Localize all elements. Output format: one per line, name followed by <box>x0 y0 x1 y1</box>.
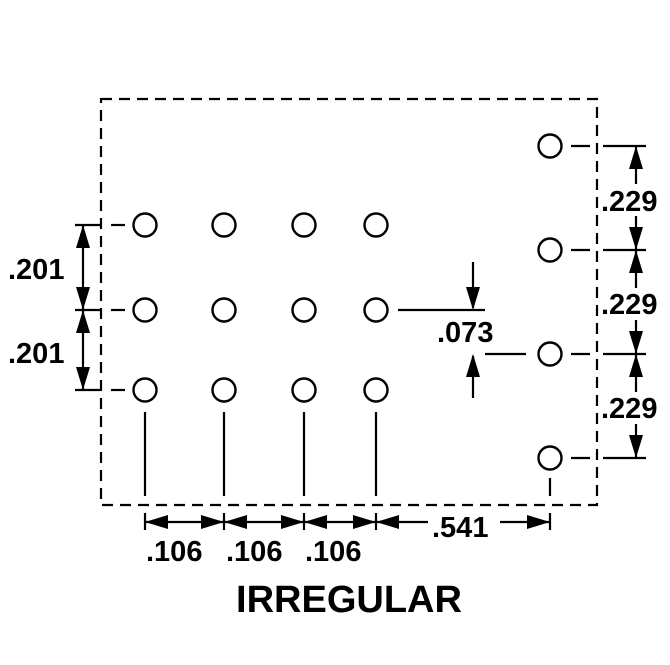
right-extension-lines <box>571 144 646 460</box>
dim-row-pitch-bottom: .201 <box>8 338 64 370</box>
hole <box>291 377 317 403</box>
dim-right-pitch-2: .229 <box>601 289 657 321</box>
hole <box>537 341 563 367</box>
dim-offset: .073 <box>437 317 493 349</box>
dim-col-pitch-1: .106 <box>146 536 202 568</box>
hole <box>537 133 563 159</box>
hole <box>211 297 237 323</box>
hole <box>537 445 563 471</box>
hole <box>132 212 158 238</box>
dim-right-pitch-3: .229 <box>601 393 657 425</box>
bottom-horizontal-dimension <box>145 515 550 529</box>
left-vertical-dimension <box>76 225 90 390</box>
hole <box>537 237 563 263</box>
hole <box>211 212 237 238</box>
hole <box>363 377 389 403</box>
dim-right-pitch-1: .229 <box>601 186 657 218</box>
dim-row-pitch-top: .201 <box>8 254 64 286</box>
hole-grid <box>132 212 389 403</box>
hole <box>291 212 317 238</box>
dim-col-pitch-3: .106 <box>305 536 361 568</box>
dim-col-pitch-2: .106 <box>226 536 282 568</box>
hole <box>211 377 237 403</box>
bottom-extension-lines <box>143 412 552 530</box>
drawing-title: IRREGULAR <box>236 579 462 621</box>
hole <box>363 212 389 238</box>
offset-dimension <box>398 262 526 398</box>
hole <box>363 297 389 323</box>
hole <box>132 377 158 403</box>
hole <box>132 297 158 323</box>
hole <box>291 297 317 323</box>
left-extension-lines <box>75 223 125 392</box>
dim-span: .541 <box>432 512 488 544</box>
right-hole-column <box>537 133 563 471</box>
right-vertical-dimension <box>629 146 643 458</box>
body-outline <box>99 97 599 507</box>
